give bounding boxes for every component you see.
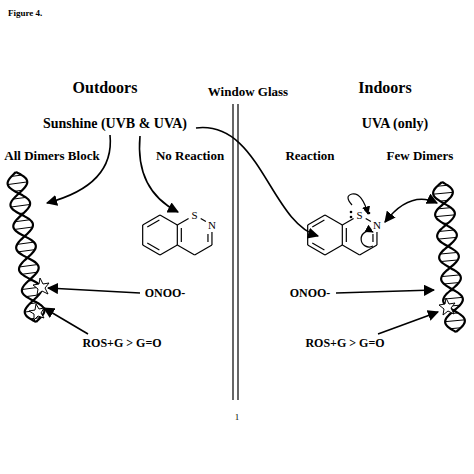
ros-arrow	[44, 308, 88, 334]
bond	[201, 219, 206, 222]
heading: Window Glass	[208, 85, 288, 99]
bond	[308, 215, 325, 225]
radical-dot	[368, 212, 371, 215]
bond	[147, 243, 159, 250]
bond	[372, 234, 373, 242]
bond	[346, 228, 347, 242]
atom-label: S	[356, 209, 364, 221]
window-line	[237, 104, 238, 400]
dna-rung	[442, 275, 460, 277]
uva-arrow	[196, 128, 318, 236]
annotation: UVA (only)	[362, 116, 428, 131]
damage-star	[439, 298, 455, 315]
bond	[325, 215, 342, 225]
bond	[143, 245, 160, 255]
heading: Outdoors	[73, 79, 138, 97]
atom-label: N	[372, 219, 382, 231]
annotation: Few Dimers	[387, 149, 454, 163]
dna-rung	[19, 265, 37, 267]
electron-arrow	[361, 231, 373, 247]
bond	[207, 234, 208, 242]
bond	[307, 225, 308, 245]
bond	[195, 245, 212, 255]
onoo-arrow	[48, 288, 140, 293]
dna-rung	[433, 192, 453, 194]
annotation: ROS+G > G=O	[305, 337, 384, 350]
bond	[342, 225, 343, 245]
dna-rung	[11, 204, 30, 207]
annotation: ONOO-	[145, 287, 186, 300]
dna-rung	[435, 215, 454, 217]
bond	[142, 225, 143, 245]
dna-rung	[441, 260, 458, 262]
dna-rung	[14, 227, 32, 229]
dimer-arrow	[385, 199, 437, 222]
bond	[143, 215, 160, 225]
dna-rung	[438, 237, 456, 239]
bond	[177, 225, 178, 245]
window-line	[232, 104, 233, 400]
atom-label: N	[207, 219, 217, 231]
bond	[312, 243, 324, 250]
bond	[325, 245, 342, 255]
annotation: No Reaction	[156, 149, 224, 163]
uv-arrow	[47, 135, 110, 203]
dna-rung	[440, 252, 457, 254]
dna-strand	[8, 172, 42, 322]
annotation: Reaction	[285, 149, 334, 163]
annotation: 1	[235, 413, 240, 423]
radical-dot	[350, 211, 353, 214]
annotation: ROS+G > G=O	[82, 337, 161, 350]
annotation: All Dimers Block	[4, 149, 99, 163]
bond	[147, 220, 159, 227]
annotation: Sunshine (UVB & UVA)	[43, 116, 187, 131]
bond	[211, 232, 212, 245]
heading: Indoors	[358, 79, 411, 97]
onoo-arrow	[336, 290, 434, 293]
bond	[160, 215, 177, 225]
dna-strand	[433, 182, 463, 332]
bond	[177, 245, 194, 255]
bond	[342, 245, 359, 255]
damage-star	[29, 304, 44, 320]
bond	[342, 219, 353, 225]
heading: Figure 4.	[8, 9, 42, 19]
bond	[376, 232, 377, 245]
bond	[177, 219, 188, 225]
bond	[160, 245, 177, 255]
bond	[308, 245, 325, 255]
bond	[312, 220, 324, 227]
ros-arrow	[378, 312, 438, 334]
bond	[181, 228, 182, 242]
dna-rung	[445, 320, 465, 322]
uv-arrow	[139, 136, 178, 212]
bond	[366, 219, 371, 222]
damage-star	[33, 278, 49, 295]
radical-dot	[350, 216, 353, 219]
dna-rung	[8, 182, 28, 185]
annotation: ONOO-	[290, 287, 331, 300]
dna-strand	[10, 172, 44, 322]
atom-label: S	[191, 209, 199, 221]
dna-strand	[435, 182, 465, 332]
